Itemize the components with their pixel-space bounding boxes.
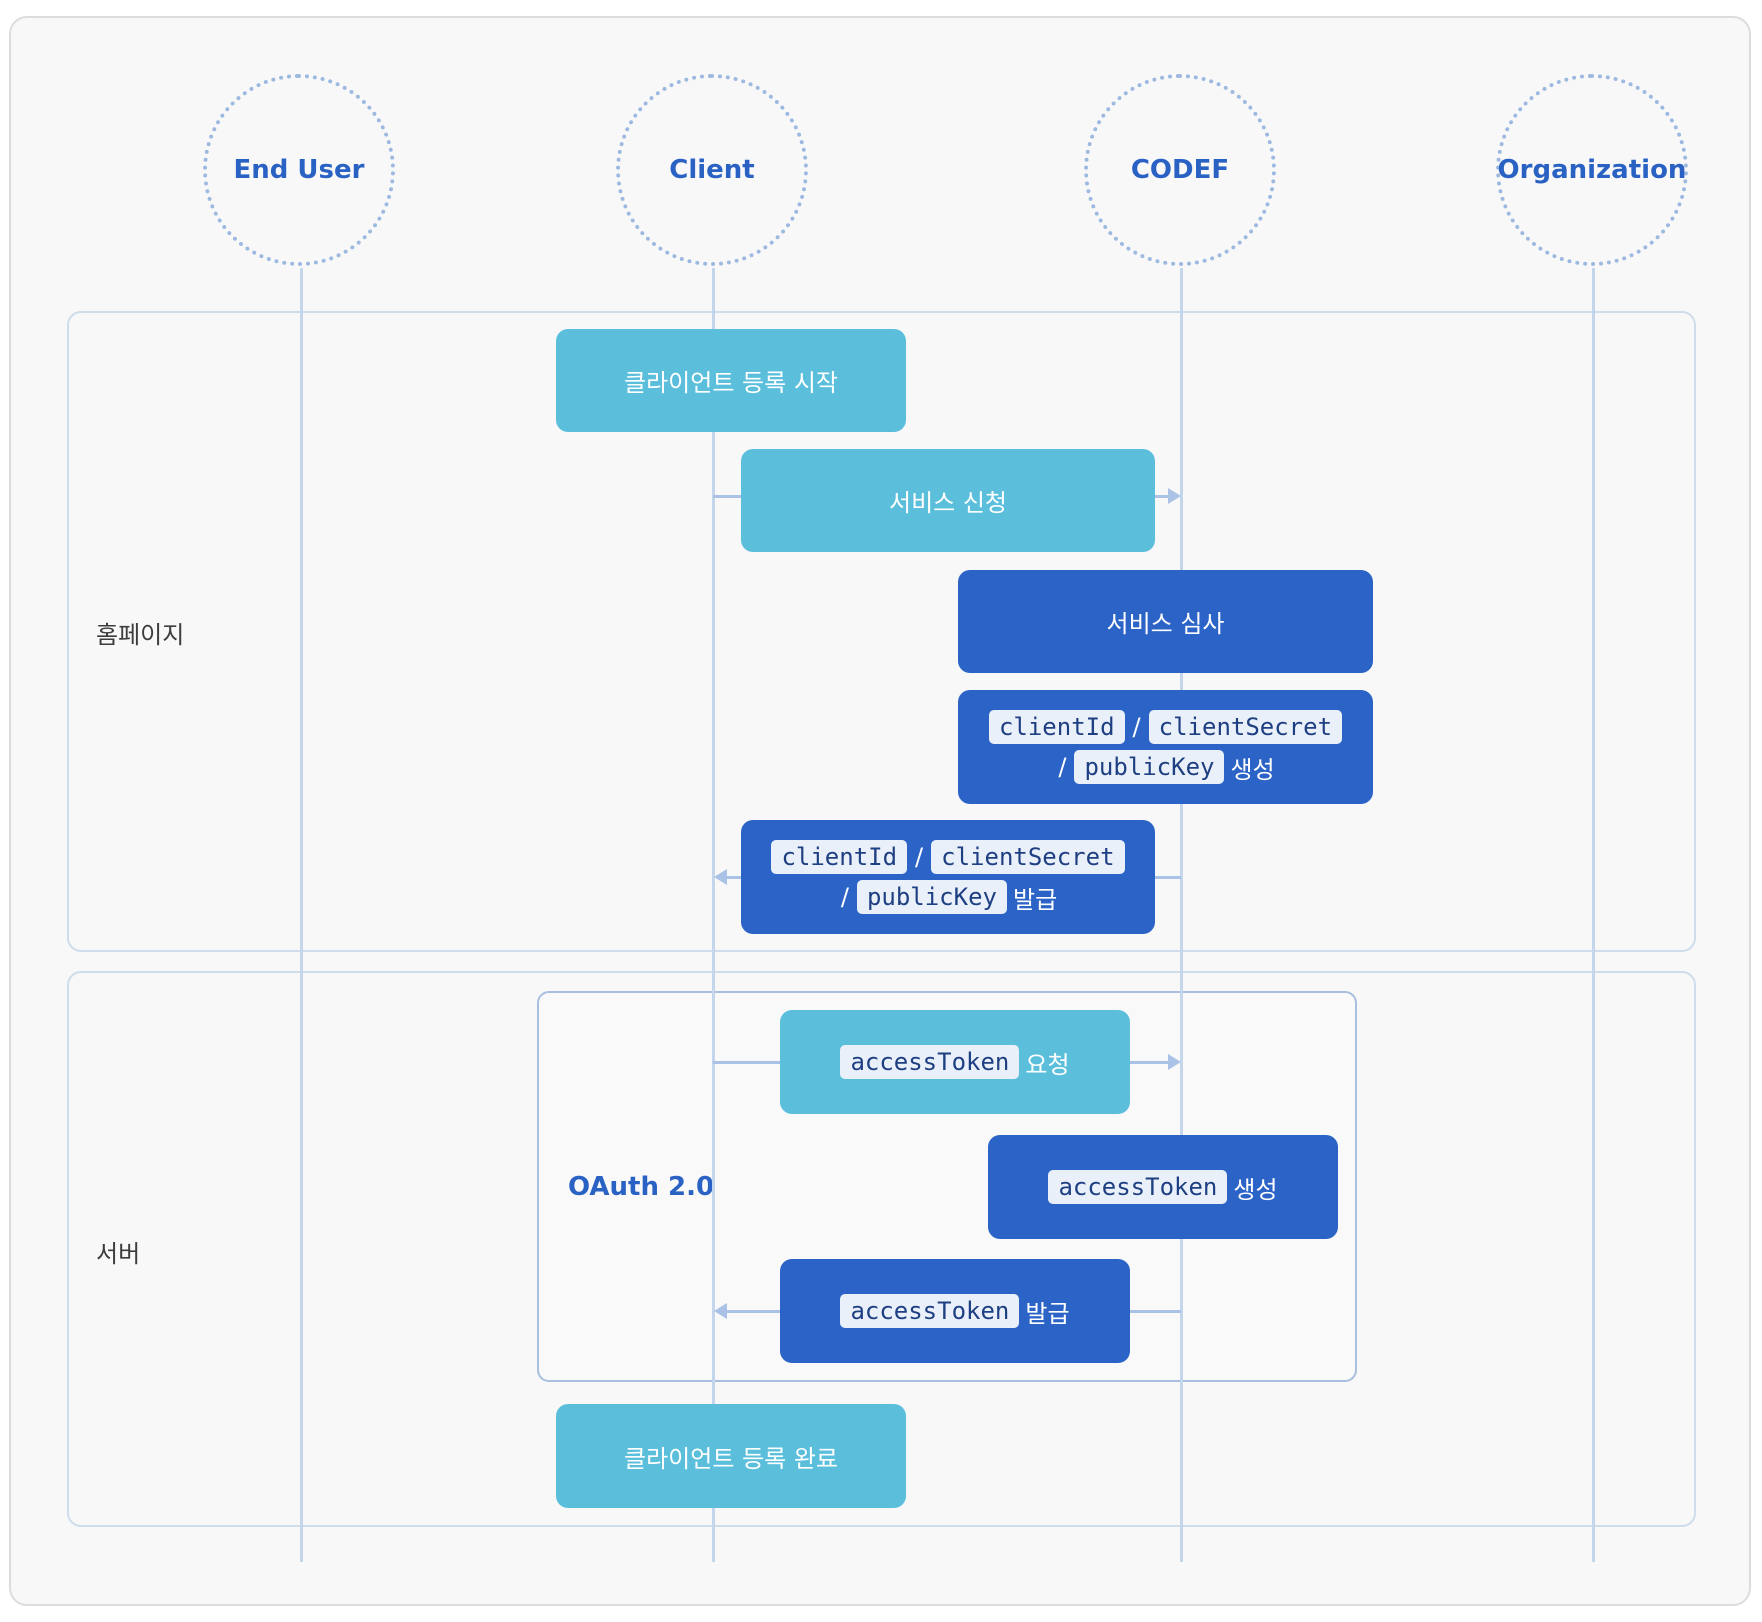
- token-request-token: accessToken: [840, 1045, 1020, 1079]
- creds-generate-client-secret: clientSecret: [1148, 709, 1343, 744]
- section-server-label: 서버: [96, 1240, 141, 1268]
- token-request-suffix: 요청: [1025, 1050, 1070, 1079]
- step-token-request: accessToken 요청: [780, 1010, 1130, 1114]
- creds-generate-public-key: publicKey: [1074, 750, 1225, 784]
- section-server: [67, 971, 1696, 1527]
- token-generate-suffix: 생성: [1233, 1175, 1278, 1204]
- creds-issue-suffix: 발급: [1012, 885, 1058, 914]
- step-client-reg-start: 클라이언트 등록 시작: [556, 329, 906, 432]
- token-request-row: accessToken 요청: [840, 1045, 1070, 1080]
- creds-generate-sep-2: /: [1058, 753, 1067, 781]
- token-issue-suffix: 발급: [1025, 1299, 1070, 1328]
- actor-client: Client: [616, 74, 808, 266]
- step-client-reg-done-text: 클라이언트 등록 완료: [624, 1444, 838, 1473]
- step-client-reg-start-text: 클라이언트 등록 시작: [624, 369, 838, 397]
- step-client-reg-done: 클라이언트 등록 완료: [556, 1404, 906, 1508]
- arrow-service-apply: [1168, 488, 1181, 504]
- step-creds-generate: clientId / clientSecret / publicKey 생성: [958, 690, 1373, 804]
- actor-end-user-label: End User: [233, 155, 365, 185]
- section-homepage: [67, 311, 1696, 952]
- creds-issue-client-secret: clientSecret: [931, 839, 1125, 874]
- arrow-token-issue: [714, 1303, 727, 1319]
- actor-organization: Organization: [1496, 74, 1688, 266]
- step-token-generate: accessToken 생성: [988, 1135, 1338, 1239]
- lifeline-end-user: [300, 268, 303, 1562]
- oauth-label: OAuth 2.0: [568, 1172, 715, 1202]
- lifeline-codef: [1180, 268, 1183, 1562]
- creds-generate-row-1: clientId / clientSecret: [988, 709, 1343, 744]
- creds-issue-sep-2: /: [840, 883, 849, 911]
- creds-issue-client-id: clientId: [771, 839, 908, 874]
- actor-client-label: Client: [669, 155, 755, 185]
- lifeline-client: [712, 268, 715, 1562]
- actor-codef-label: CODEF: [1130, 155, 1230, 185]
- step-service-apply-text: 서비스 신청: [888, 489, 1008, 517]
- step-service-review-text: 서비스 심사: [1106, 610, 1225, 638]
- actor-organization-label: Organization: [1497, 155, 1687, 185]
- creds-issue-sep-1: /: [915, 842, 924, 871]
- step-service-apply: 서비스 신청: [741, 449, 1155, 552]
- step-token-issue: accessToken 발급: [780, 1259, 1130, 1363]
- step-creds-issue: clientId / clientSecret / publicKey 발급: [741, 820, 1155, 934]
- creds-generate-row-2: / publicKey 생성: [1056, 750, 1275, 785]
- token-generate-row: accessToken 생성: [1048, 1170, 1278, 1205]
- step-service-review: 서비스 심사: [958, 570, 1373, 673]
- token-generate-token: accessToken: [1048, 1170, 1228, 1204]
- creds-generate-client-id: clientId: [988, 709, 1125, 744]
- section-homepage-label: 홈페이지: [96, 621, 185, 649]
- token-issue-token: accessToken: [840, 1294, 1020, 1328]
- actor-end-user: End User: [203, 74, 395, 266]
- lifeline-organization: [1592, 268, 1595, 1562]
- creds-issue-public-key: publicKey: [856, 880, 1007, 914]
- creds-issue-row-2: / publicKey 발급: [839, 880, 1057, 915]
- actor-codef: CODEF: [1084, 74, 1276, 266]
- token-issue-row: accessToken 발급: [840, 1294, 1070, 1329]
- arrow-creds-issue: [714, 869, 727, 885]
- creds-generate-suffix: 생성: [1230, 755, 1275, 784]
- arrow-token-request: [1168, 1054, 1181, 1070]
- creds-generate-sep-1: /: [1132, 712, 1141, 741]
- creds-issue-row-1: clientId / clientSecret: [771, 839, 1125, 874]
